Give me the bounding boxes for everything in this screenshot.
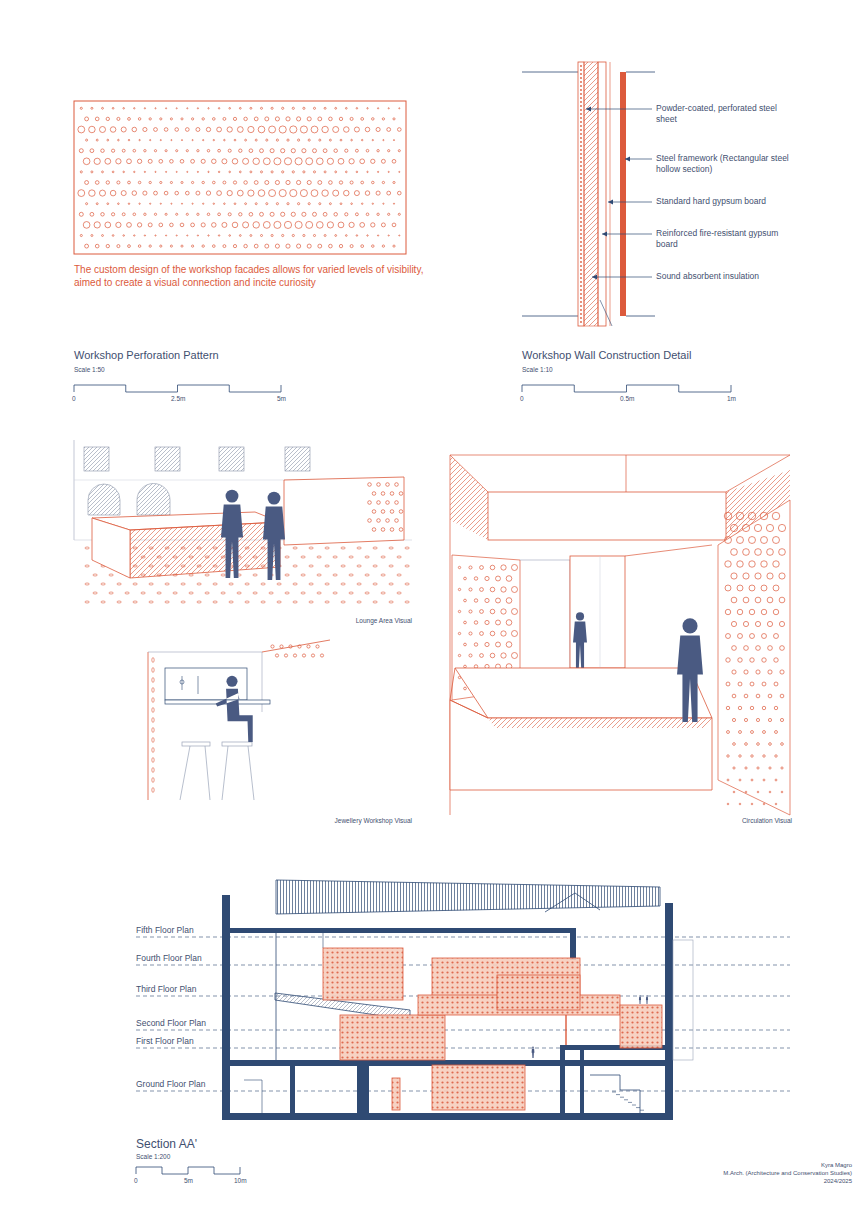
section-title: Section AA' bbox=[136, 1137, 197, 1152]
seated-figure bbox=[216, 676, 253, 742]
author-credit: 2024/2025 bbox=[612, 1178, 852, 1186]
view-label: Jewellery Workshop Visual bbox=[252, 817, 412, 825]
callout-label: Steel framework (Rectangular steel hollo… bbox=[656, 153, 796, 174]
person-figure bbox=[573, 612, 587, 668]
scale-number: 0 bbox=[134, 1177, 138, 1185]
person-figure bbox=[221, 490, 243, 578]
drawing-title: Workshop Wall Construction Detail bbox=[522, 349, 691, 363]
author-credit: Kyra Magro bbox=[612, 1162, 852, 1170]
author-credit: M.Arch. (Architecture and Conservation S… bbox=[612, 1170, 852, 1178]
view-label: Circulation Visual bbox=[632, 817, 792, 825]
scale-number: 0 bbox=[520, 395, 524, 403]
callout-label: Sound absorbent insulation bbox=[656, 271, 796, 282]
scale-bar bbox=[522, 385, 731, 392]
floor-label: Third Floor Plan bbox=[136, 984, 196, 995]
callout-label: Reinforced fire-resistant gypsum board bbox=[656, 228, 796, 249]
scale-number: 0.5m bbox=[620, 395, 634, 403]
scale-number: 2.5m bbox=[171, 395, 185, 403]
scale-number: 10m bbox=[234, 1177, 247, 1185]
person-figure bbox=[263, 492, 285, 580]
wall-section-detail bbox=[522, 62, 655, 326]
scale-number: 1m bbox=[727, 395, 736, 403]
scale-number: 0 bbox=[72, 395, 76, 403]
jewellery-workshop-visual bbox=[148, 640, 330, 800]
circulation-visual bbox=[450, 455, 790, 815]
scale-bar bbox=[136, 1167, 240, 1174]
scale-number: 5m bbox=[277, 395, 286, 403]
scale-bar bbox=[74, 385, 281, 392]
floor-label: Fourth Floor Plan bbox=[136, 953, 202, 964]
person-figure bbox=[639, 995, 641, 1004]
person-figure bbox=[532, 1046, 535, 1058]
scale-number: 5m bbox=[184, 1177, 193, 1185]
floor-label: First Floor Plan bbox=[136, 1036, 194, 1047]
scale-note: Scale 1:200 bbox=[136, 1153, 170, 1161]
lounge-visual bbox=[74, 440, 412, 603]
callout-label: Standard hard gypsum board bbox=[656, 196, 796, 207]
floor-label: Fifth Floor Plan bbox=[136, 925, 194, 936]
view-label: Lounge Area Visual bbox=[252, 617, 412, 625]
scale-note: Scale 1:50 bbox=[74, 366, 105, 374]
drawing-title: Workshop Perforation Pattern bbox=[74, 349, 219, 363]
callout-label: Powder-coated, perforated steel sheet bbox=[656, 103, 796, 124]
person-figure bbox=[646, 995, 648, 1004]
perforation-pattern bbox=[74, 101, 406, 254]
floor-label: Ground Floor Plan bbox=[136, 1079, 205, 1090]
caption-text: The custom design of the workshop facade… bbox=[74, 264, 434, 289]
scale-note: Scale 1:10 bbox=[522, 366, 553, 374]
building-section bbox=[136, 880, 790, 1120]
floor-label: Second Floor Plan bbox=[136, 1018, 206, 1029]
person-figure bbox=[677, 618, 703, 722]
